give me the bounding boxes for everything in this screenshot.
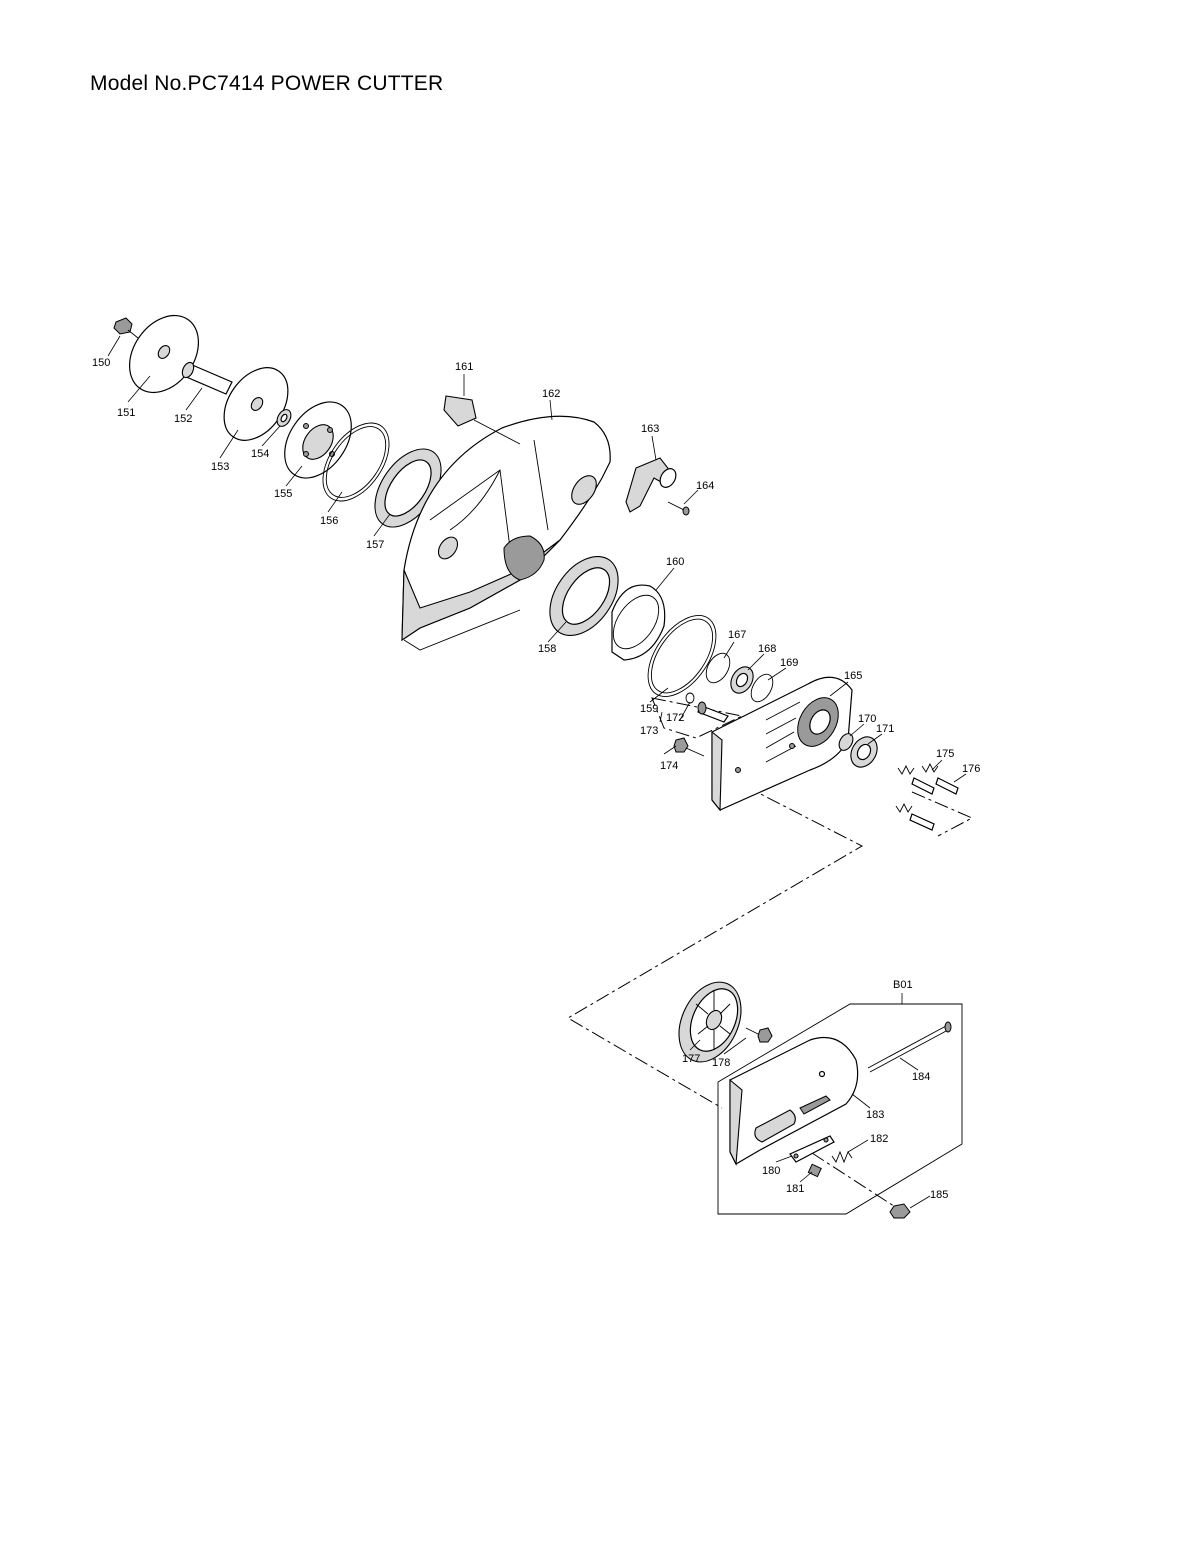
- part-162-blade-guard-icon: [401, 415, 611, 651]
- part-168-bearing-icon: [730, 666, 754, 694]
- label-162: 162: [542, 388, 560, 400]
- label-173: 173: [640, 725, 658, 737]
- part-181-nut-icon: [807, 1163, 822, 1178]
- part-167-retaining-ring-icon: [705, 652, 731, 684]
- label-151: 151: [117, 407, 135, 419]
- diagram-title: Model No.PC7414 POWER CUTTER: [90, 72, 444, 95]
- label-158: 158: [538, 643, 556, 655]
- part-176-pin-icon: [909, 777, 959, 831]
- label-180: 180: [762, 1165, 780, 1177]
- label-182: 182: [870, 1133, 888, 1145]
- label-176: 176: [962, 763, 980, 775]
- label-161: 161: [455, 361, 473, 373]
- label-155: 155: [274, 488, 292, 500]
- label-181: 181: [786, 1183, 804, 1195]
- label-153: 153: [211, 461, 229, 473]
- label-177: 177: [682, 1053, 700, 1065]
- part-154-washer-icon: [276, 409, 292, 427]
- assembly-b01-box: [717, 993, 963, 1215]
- label-157: 157: [366, 539, 384, 551]
- label-169: 169: [780, 657, 798, 669]
- part-184-bolt-icon: [867, 1021, 952, 1073]
- label-159: 159: [640, 703, 658, 715]
- label-152: 152: [174, 413, 192, 425]
- label-172: 172: [666, 712, 684, 724]
- part-155-flange-plate-icon: [284, 401, 352, 479]
- label-183: 183: [866, 1109, 884, 1121]
- part-183-belt-cover-icon: [729, 1036, 859, 1167]
- part-169-retaining-ring-icon: [750, 673, 774, 703]
- label-156: 156: [320, 515, 338, 527]
- part-172-pin-icon: [685, 692, 695, 704]
- part-178-bolt-icon: [745, 1027, 773, 1043]
- label-154: 154: [251, 448, 269, 460]
- part-164-screw-icon: [667, 501, 690, 516]
- part-158-seal-icon: [549, 555, 619, 637]
- part-160-plate-icon: [611, 584, 666, 661]
- label-185: 185: [930, 1189, 948, 1201]
- part-156-ring-icon: [322, 422, 390, 502]
- label-167: 167: [728, 629, 746, 641]
- label-174: 174: [660, 760, 678, 772]
- part-182-spring-icon: [831, 1150, 853, 1164]
- part-180-plate-icon: [789, 1135, 835, 1163]
- label-164: 164: [696, 480, 714, 492]
- part-163-handle-icon: [625, 457, 677, 513]
- label-b01: B01: [893, 979, 913, 991]
- label-150: 150: [92, 357, 110, 369]
- part-159-ring-icon: [647, 615, 717, 697]
- label-171: 171: [876, 723, 894, 735]
- label-178: 178: [712, 1057, 730, 1069]
- label-168: 168: [758, 643, 776, 655]
- part-150-bolt-icon: [113, 317, 139, 339]
- label-184: 184: [912, 1071, 930, 1083]
- part-171-bearing-icon: [850, 736, 878, 768]
- part-170-washer-icon: [838, 733, 854, 751]
- leader-lines: [107, 335, 967, 1209]
- part-173-pin-set-icon: [697, 701, 729, 723]
- part-165-arm-icon: [711, 676, 853, 812]
- part-labels: 150 151 152 153 154 155 156 157 158 159 …: [92, 357, 980, 1201]
- part-161-pad-icon: [443, 395, 477, 427]
- part-151-outer-flange-icon: [128, 314, 200, 394]
- part-185-nut-icon: [889, 1203, 911, 1219]
- part-175-spring-icon: [895, 762, 939, 813]
- label-160: 160: [666, 556, 684, 568]
- label-170: 170: [858, 713, 876, 725]
- part-174-bolt-icon: [673, 737, 705, 757]
- part-177-pulley-icon: [678, 981, 742, 1063]
- label-165: 165: [844, 670, 862, 682]
- label-175: 175: [936, 748, 954, 760]
- label-163: 163: [641, 423, 659, 435]
- part-152-spindle-icon: [181, 361, 233, 395]
